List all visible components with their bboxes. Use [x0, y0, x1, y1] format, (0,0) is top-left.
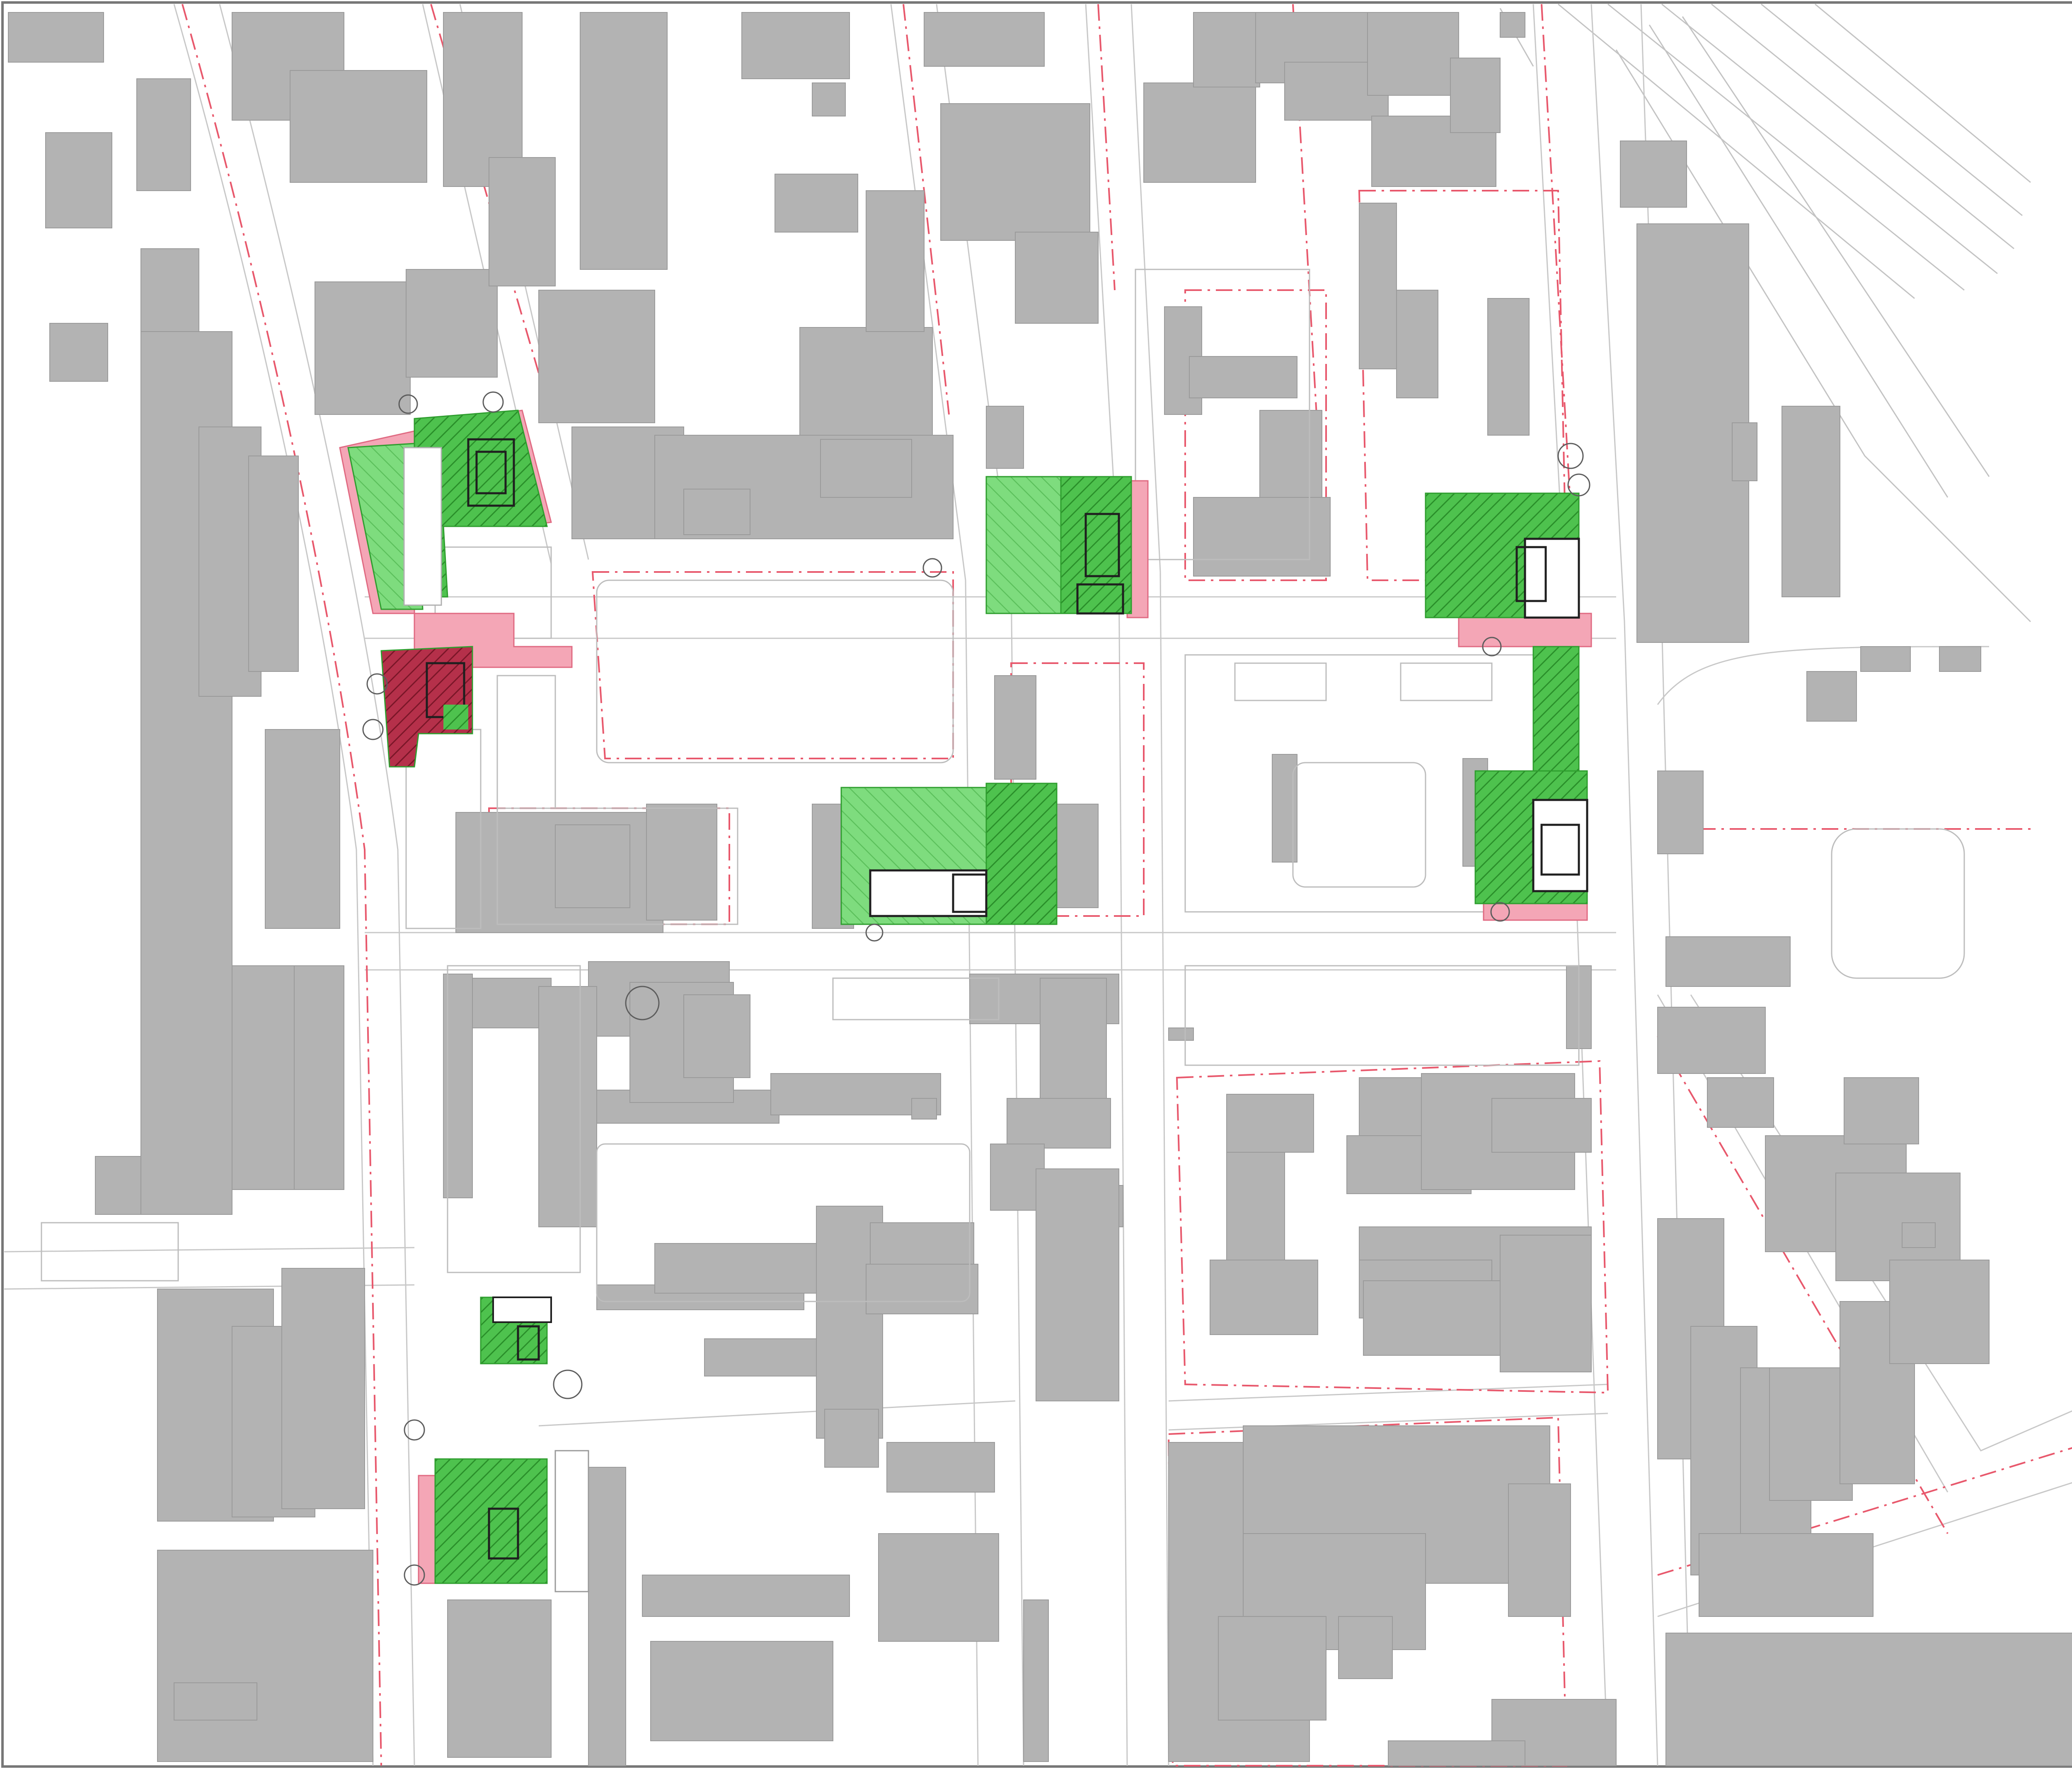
green-roof-site-2: [985, 476, 1132, 615]
green-roof-site-6: [434, 1296, 589, 1592]
buildings: [8, 12, 2072, 1766]
block-outlines: [41, 269, 1965, 1302]
railway-lines: [1499, 3, 2031, 623]
trees: [362, 391, 1590, 1586]
green-roof-site-1: [347, 410, 548, 610]
red-site-1: [380, 646, 473, 768]
green-roof-site-4: [1474, 646, 1588, 904]
green-roof-site-3: [1425, 492, 1580, 619]
green-roof-site-5: [840, 783, 1058, 925]
